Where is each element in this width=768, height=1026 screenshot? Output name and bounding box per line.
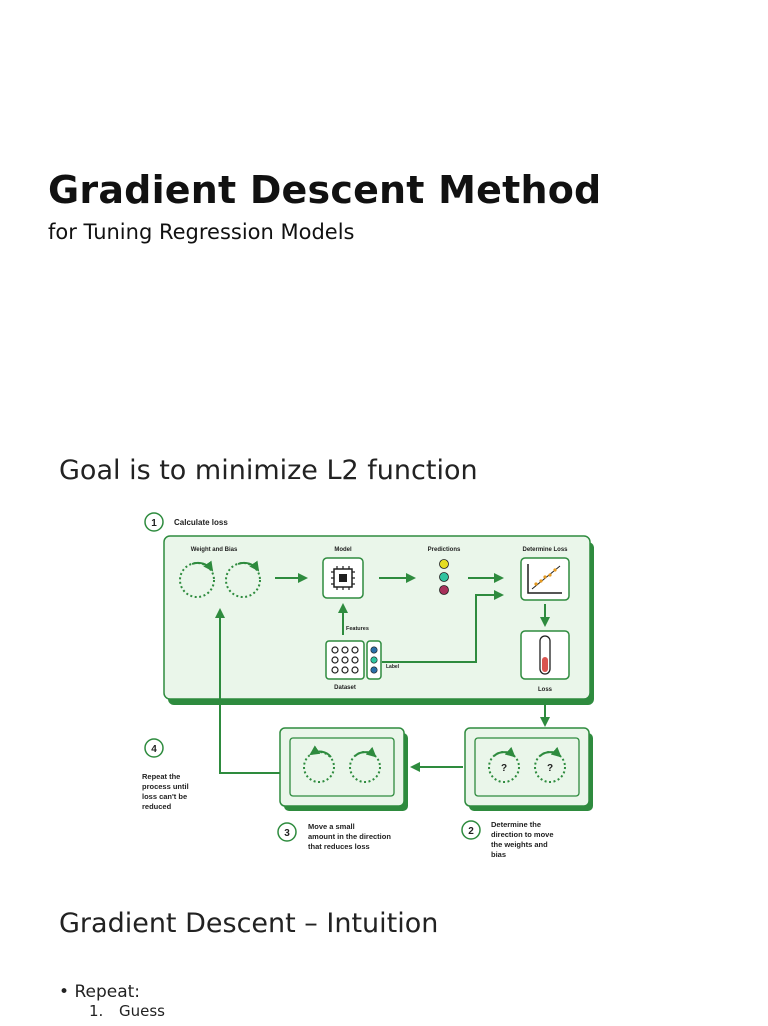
bias-dial-icon bbox=[225, 560, 261, 598]
step-4-badge: 4 bbox=[144, 738, 164, 758]
step-4-number: 4 bbox=[151, 744, 157, 755]
adjust-dial-weight-icon bbox=[303, 745, 335, 783]
loss-thermometer-icon bbox=[520, 630, 570, 680]
determine-loss-header: Determine Loss bbox=[522, 547, 568, 553]
prediction-dot-teal bbox=[439, 572, 449, 582]
repeat-steps-list: 1. Guess bbox=[59, 1002, 165, 1020]
step-4-label: Repeat the process until loss can't be r… bbox=[142, 772, 191, 811]
adjust-dial-bias-icon bbox=[349, 746, 381, 783]
main-panel bbox=[163, 535, 591, 700]
step-2-panel bbox=[464, 727, 590, 807]
step-2-number: 2 bbox=[468, 826, 474, 837]
loss-chart-icon bbox=[520, 557, 570, 601]
arrow-label-to-loss bbox=[382, 590, 504, 663]
intuition-heading: Gradient Descent – Intuition bbox=[59, 908, 439, 939]
step-3-inner bbox=[289, 737, 395, 797]
model-header: Model bbox=[334, 547, 352, 553]
slide-subtitle: for Tuning Regression Models bbox=[48, 220, 355, 244]
list-item: 1. Guess bbox=[89, 1002, 165, 1020]
step-3-number: 3 bbox=[284, 828, 290, 839]
bullet-item: • Repeat: 1. Guess bbox=[59, 982, 165, 1020]
list-item-number: 1. bbox=[89, 1002, 104, 1020]
label-text: Label bbox=[386, 664, 400, 670]
step-1-label: Calculate loss bbox=[174, 518, 228, 527]
direction-dial-weight-icon: ? bbox=[488, 746, 520, 783]
slide-title: Gradient Descent Method bbox=[48, 168, 602, 212]
arrow-loop-to-weights bbox=[215, 608, 280, 774]
direction-dial-bias-icon: ? bbox=[534, 746, 566, 783]
title-slide: Gradient Descent Method for Tuning Regre… bbox=[0, 0, 768, 420]
dataset-label: Dataset bbox=[334, 685, 356, 691]
loss-label: Loss bbox=[538, 687, 553, 693]
goal-heading: Goal is to minimize L2 function bbox=[59, 455, 478, 486]
gradient-descent-diagram: 1 Calculate loss Weight and Bias Model P… bbox=[142, 512, 594, 859]
step-3-badge: 3 bbox=[277, 822, 297, 842]
prediction-dot-maroon bbox=[439, 585, 449, 595]
bullet-marker: • bbox=[59, 982, 70, 1002]
list-item-text: Guess bbox=[119, 1002, 165, 1020]
model-chip-icon bbox=[322, 557, 364, 599]
step-3-label: Move a small amount in the direction tha… bbox=[308, 822, 393, 851]
dataset-grid-icon bbox=[325, 640, 365, 680]
step-2-inner bbox=[474, 737, 580, 797]
weight-dial-icon bbox=[179, 560, 215, 598]
features-label: Features bbox=[346, 626, 369, 632]
predictions-header: Predictions bbox=[428, 547, 461, 553]
label-column-icon bbox=[366, 640, 382, 680]
weights-header: Weight and Bias bbox=[191, 547, 238, 553]
unknown-mark-weight: ? bbox=[501, 763, 507, 774]
unknown-mark-bias: ? bbox=[547, 763, 553, 774]
step-1-number: 1 bbox=[151, 518, 157, 529]
step-3-panel bbox=[279, 727, 405, 807]
intuition-bullets: • Repeat: 1. Guess bbox=[59, 982, 165, 1026]
step-2-label: Determine the direction to move the weig… bbox=[491, 820, 556, 859]
prediction-dot-yellow bbox=[439, 559, 449, 569]
bullet-text: Repeat: bbox=[74, 982, 141, 1002]
step-1-badge: 1 bbox=[144, 512, 164, 532]
step-2-badge: 2 bbox=[461, 820, 481, 840]
